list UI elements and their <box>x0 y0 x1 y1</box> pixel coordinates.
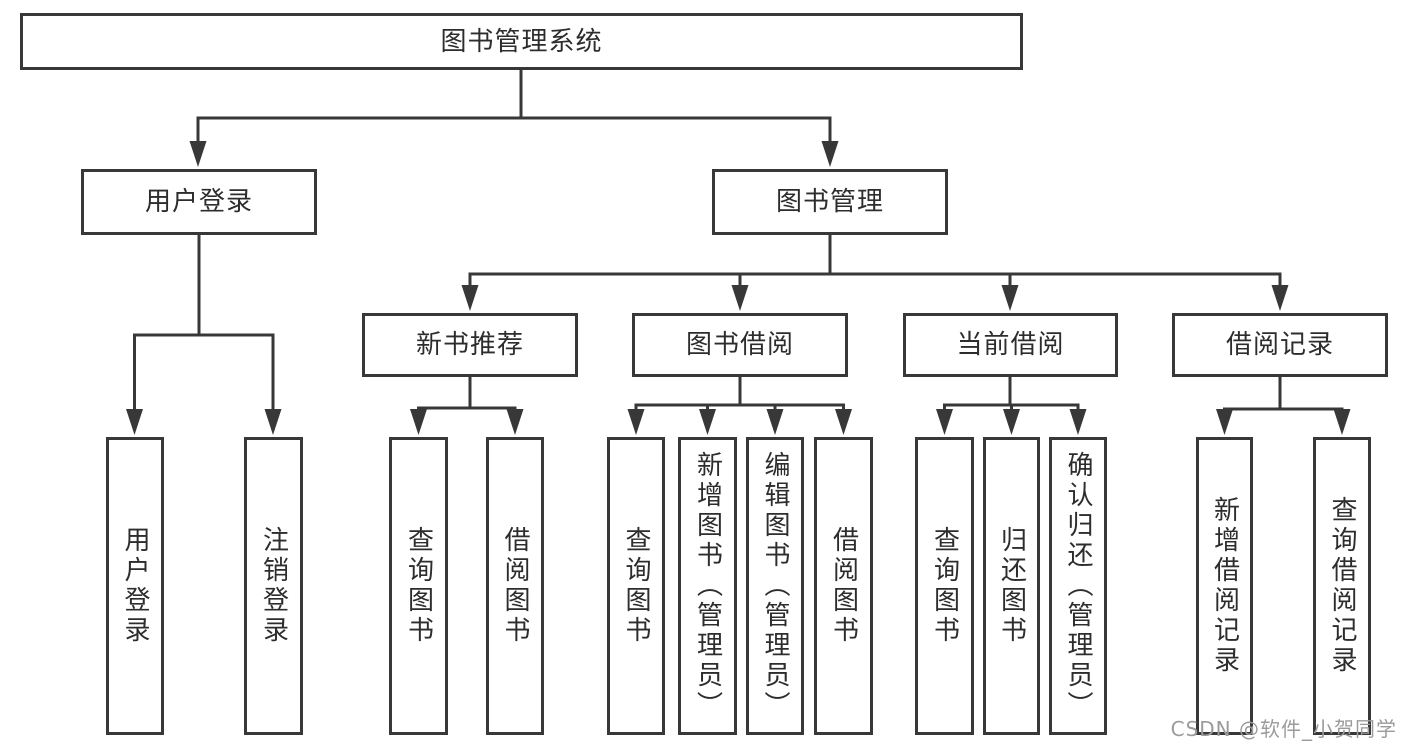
leaf-record-query-label: 查询借阅记录 <box>1327 496 1357 676</box>
leaf-borrow-add-books-admin-label: 新增图书（管理员） <box>692 451 723 721</box>
node-borrow-record-label: 借阅记录 <box>1225 330 1334 360</box>
leaf-rec-query-books-label: 查询图书 <box>403 526 434 646</box>
leaf-borrow-edit-books-admin: 编辑图书（管理员） <box>746 437 804 735</box>
node-new-book-rec-label: 新书推荐 <box>415 330 524 360</box>
leaf-borrow-query-books: 查询图书 <box>607 437 665 735</box>
leaf-current-confirm-return-admin-label: 确认归还（管理员） <box>1063 451 1093 721</box>
node-book-borrow-label: 图书借阅 <box>685 330 794 360</box>
leaf-current-query-books-label: 查询图书 <box>929 526 960 646</box>
leaf-rec-query-books: 查询图书 <box>389 437 448 735</box>
leaf-current-query-books: 查询图书 <box>915 437 974 735</box>
leaf-record-query: 查询借阅记录 <box>1313 437 1371 735</box>
node-current-borrow: 当前借阅 <box>903 313 1118 377</box>
leaf-borrow-borrow-books: 借阅图书 <box>814 437 873 735</box>
node-user-login: 用户登录 <box>81 169 317 235</box>
leaf-current-confirm-return-admin: 确认归还（管理员） <box>1049 437 1107 735</box>
leaf-user-login-label: 用户登录 <box>120 526 150 646</box>
leaf-current-return-books-label: 归还图书 <box>996 526 1027 646</box>
node-book-borrow: 图书借阅 <box>632 313 848 377</box>
node-book-mgmt-label: 图书管理 <box>775 187 884 217</box>
leaf-current-return-books: 归还图书 <box>983 437 1040 735</box>
leaf-borrow-borrow-books-label: 借阅图书 <box>828 526 859 646</box>
leaf-rec-borrow-books-label: 借阅图书 <box>500 526 530 646</box>
leaf-borrow-add-books-admin: 新增图书（管理员） <box>678 437 737 735</box>
leaf-record-add: 新增借阅记录 <box>1196 437 1253 735</box>
leaf-borrow-query-books-label: 查询图书 <box>621 526 651 646</box>
node-root: 图书管理系统 <box>20 13 1023 70</box>
csdn-watermark: CSDN @软件_小贺同学 <box>1170 717 1397 741</box>
leaf-user-login: 用户登录 <box>106 437 164 735</box>
node-borrow-record: 借阅记录 <box>1172 313 1388 377</box>
node-book-mgmt: 图书管理 <box>712 169 948 235</box>
node-user-login-label: 用户登录 <box>144 187 253 217</box>
arrowheads <box>126 141 1351 435</box>
node-new-book-rec: 新书推荐 <box>362 313 578 377</box>
leaf-logout-label: 注销登录 <box>258 526 289 646</box>
node-current-borrow-label: 当前借阅 <box>956 330 1065 360</box>
leaf-rec-borrow-books: 借阅图书 <box>486 437 544 735</box>
leaf-record-add-label: 新增借阅记录 <box>1209 496 1240 676</box>
node-root-label: 图书管理系统 <box>440 26 603 57</box>
leaf-borrow-edit-books-admin-label: 编辑图书（管理员） <box>760 451 790 721</box>
leaf-logout: 注销登录 <box>244 437 303 735</box>
